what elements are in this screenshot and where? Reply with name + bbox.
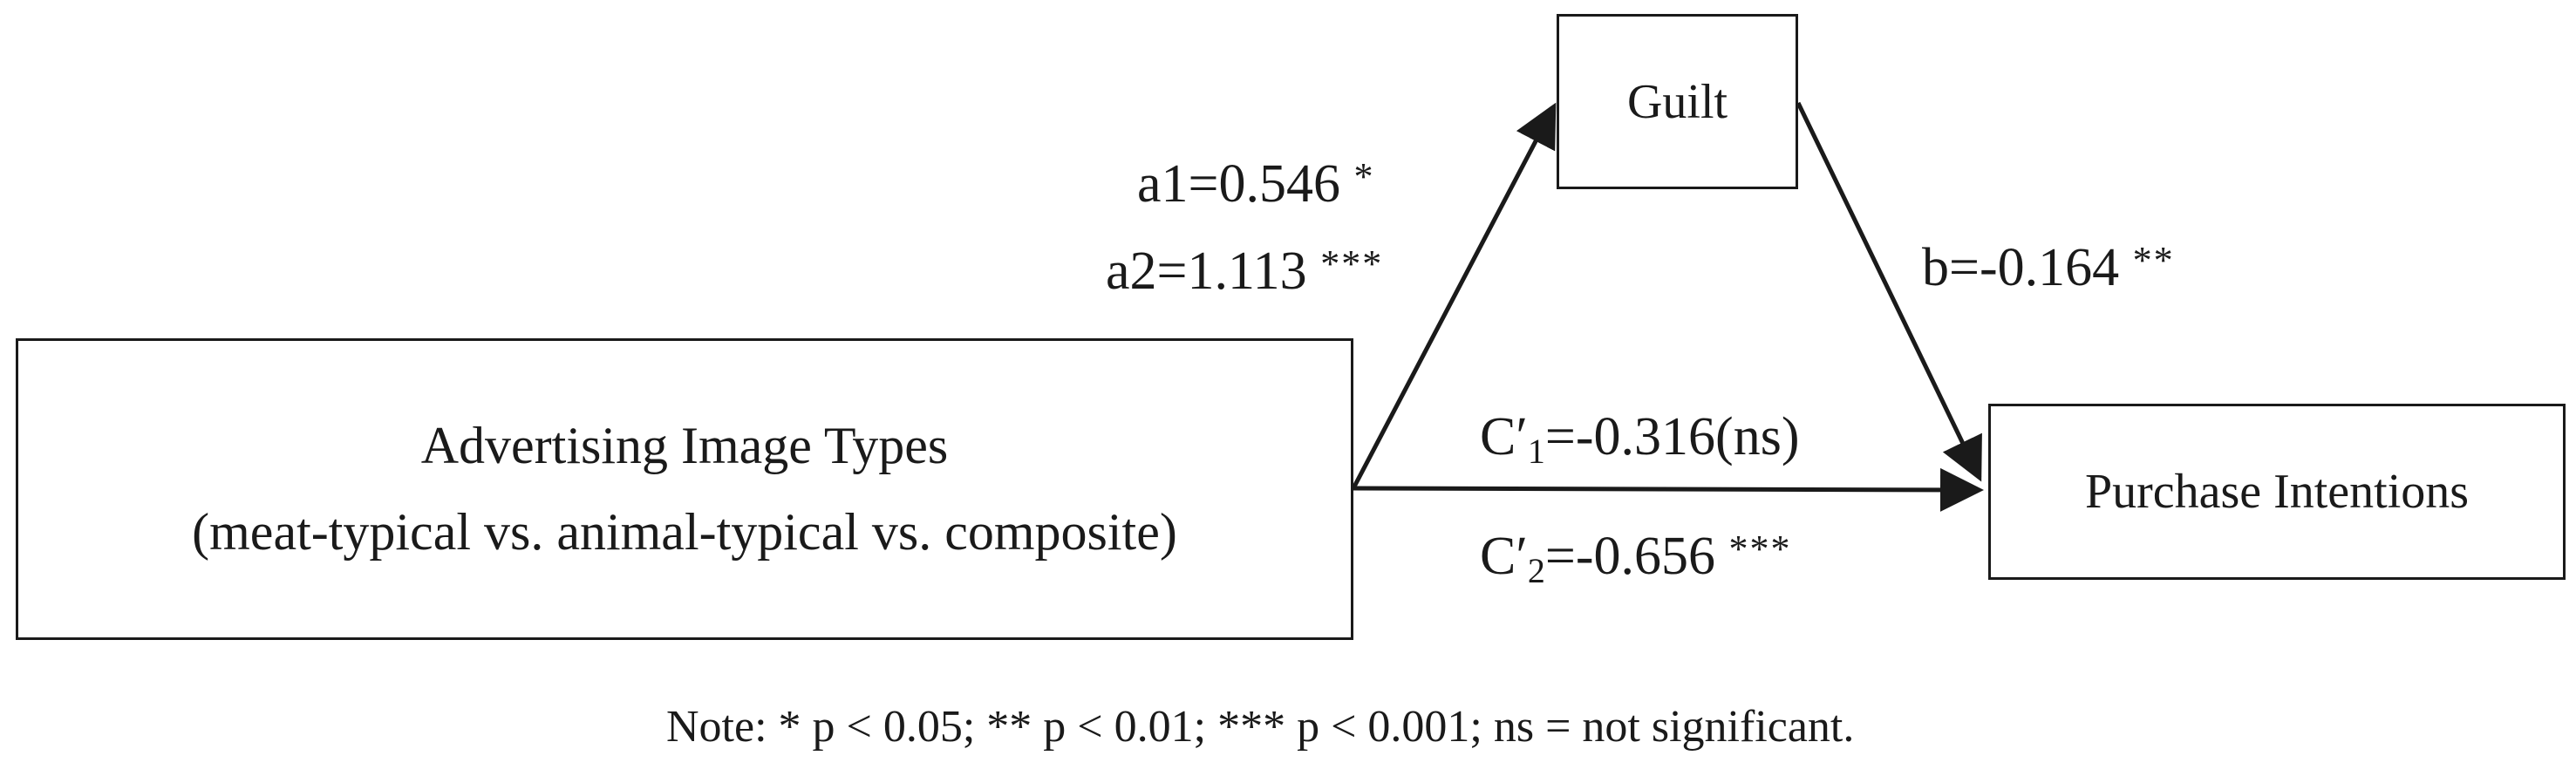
arrow-guilt-to-pi (1796, 101, 1982, 482)
b-value: -0.164 (1979, 238, 2120, 297)
c1-subscript: 1 (1527, 432, 1545, 471)
c1-significance: (ns) (1715, 407, 1800, 466)
path-a1-label: a1=0.546 * (1137, 157, 1374, 211)
a1-prefix: a1= (1137, 154, 1219, 214)
c1-prefix: C′ (1480, 407, 1528, 466)
a1-value: 0.546 (1218, 154, 1340, 214)
arrow-iv-to-pi (1353, 467, 1984, 512)
b-prefix: b= (1922, 238, 1980, 297)
c2-significance: *** (1728, 528, 1792, 570)
guilt-label: Guilt (1626, 74, 1728, 129)
iv-title: Advertising Image Types (420, 417, 949, 474)
node-guilt: Guilt (1557, 14, 1798, 189)
path-c1-label: C′1=-0.316(ns) (1480, 410, 1799, 469)
c1-value: =-0.316 (1544, 407, 1716, 466)
c2-subscript: 2 (1527, 551, 1545, 590)
a1-significance: * (1353, 155, 1375, 198)
a2-prefix: a2= (1106, 242, 1188, 301)
iv-subtitle: (meat-typical vs. animal-typical vs. com… (192, 503, 1177, 561)
c2-prefix: C′ (1480, 527, 1528, 586)
path-b-label: b=-0.164 ** (1922, 241, 2175, 295)
arrow-iv-to-guilt (1351, 102, 1557, 490)
a2-significance: *** (1320, 242, 1384, 285)
c2-value: =-0.656 (1544, 527, 1716, 586)
a2-value: 1.113 (1187, 242, 1307, 301)
path-a2-label: a2=1.113 *** (1106, 244, 1383, 298)
significance-note: Note: * p < 0.05; ** p < 0.01; *** p < 0… (666, 702, 1855, 752)
node-purchase-intentions: Purchase Intentions (1988, 404, 2566, 580)
b-significance: ** (2132, 239, 2175, 282)
node-advertising-image-types: Advertising Image Types (meat-typical vs… (16, 338, 1353, 640)
path-c2-label: C′2=-0.656 *** (1480, 529, 1792, 589)
purchase-intentions-label: Purchase Intentions (2084, 465, 2470, 519)
